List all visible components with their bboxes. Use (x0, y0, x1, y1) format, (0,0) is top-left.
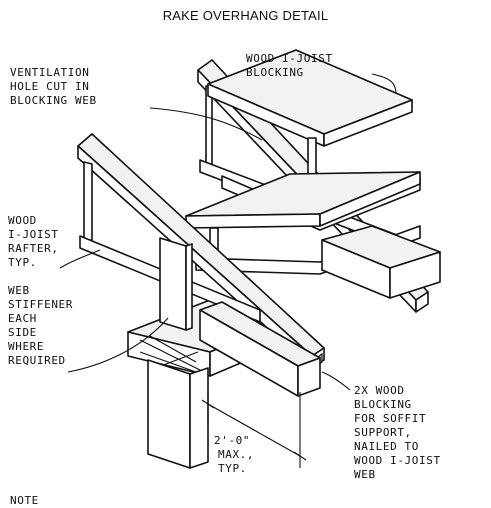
svg-text:STIFFENER: STIFFENER (8, 298, 73, 311)
front-soffit-blocking (199, 301, 321, 397)
svg-text:BLOCKING: BLOCKING (354, 398, 412, 411)
svg-text:I-JOIST: I-JOIST (8, 228, 59, 241)
front-rafter (77, 133, 325, 370)
svg-text:RAFTER,: RAFTER, (8, 242, 59, 255)
label-soffit: 2X WOOD BLOCKING FOR SOFFIT SUPPORT, NAI… (354, 384, 441, 481)
svg-text:2'-0": 2'-0" (214, 434, 250, 447)
svg-text:SUPPORT,: SUPPORT, (354, 426, 412, 439)
svg-text:VENTILATION: VENTILATION (10, 66, 89, 79)
svg-text:MAX.,: MAX., (218, 448, 254, 461)
inner-soffit-blocking (321, 225, 441, 299)
web-stiffener (159, 237, 193, 331)
svg-text:FOR SOFFIT: FOR SOFFIT (354, 412, 426, 425)
dimension-lines (201, 392, 307, 468)
page-title: RAKE OVERHANG DETAIL (162, 8, 329, 23)
leader-lines (59, 73, 397, 391)
svg-text:SIDE: SIDE (8, 326, 37, 339)
svg-text:WHERE: WHERE (8, 340, 44, 353)
svg-text:NOTE: NOTE (10, 494, 39, 507)
svg-text:HOLE CUT IN: HOLE CUT IN (10, 80, 89, 93)
label-blocking: WOOD I-JOIST BLOCKING (246, 52, 333, 79)
svg-text:TYP.: TYP. (8, 256, 37, 269)
svg-text:BLOCKING: BLOCKING (246, 66, 304, 79)
svg-text:2X WOOD: 2X WOOD (354, 384, 405, 397)
svg-text:WEB: WEB (8, 284, 30, 297)
label-note: NOTE (10, 494, 39, 507)
label-dimension: 2'-0" MAX., TYP. (214, 434, 254, 475)
wall-stud (147, 359, 209, 469)
top-blocking (207, 49, 421, 231)
cross-joist (185, 171, 421, 275)
svg-text:WOOD: WOOD (8, 214, 37, 227)
svg-text:TYP.: TYP. (218, 462, 247, 475)
svg-text:WOOD I-JOIST: WOOD I-JOIST (354, 454, 441, 467)
label-ventilation: VENTILATION HOLE CUT IN BLOCKING WEB (10, 66, 97, 107)
svg-text:NAILED TO: NAILED TO (354, 440, 419, 453)
label-stiffener: WEB STIFFENER EACH SIDE WHERE REQUIRED (8, 284, 73, 367)
svg-text:REQUIRED: REQUIRED (8, 354, 66, 367)
svg-text:BLOCKING WEB: BLOCKING WEB (10, 94, 97, 107)
svg-text:WEB: WEB (354, 468, 376, 481)
svg-text:EACH: EACH (8, 312, 37, 325)
svg-text:WOOD I-JOIST: WOOD I-JOIST (246, 52, 333, 65)
label-rafter: WOOD I-JOIST RAFTER, TYP. (8, 214, 59, 269)
